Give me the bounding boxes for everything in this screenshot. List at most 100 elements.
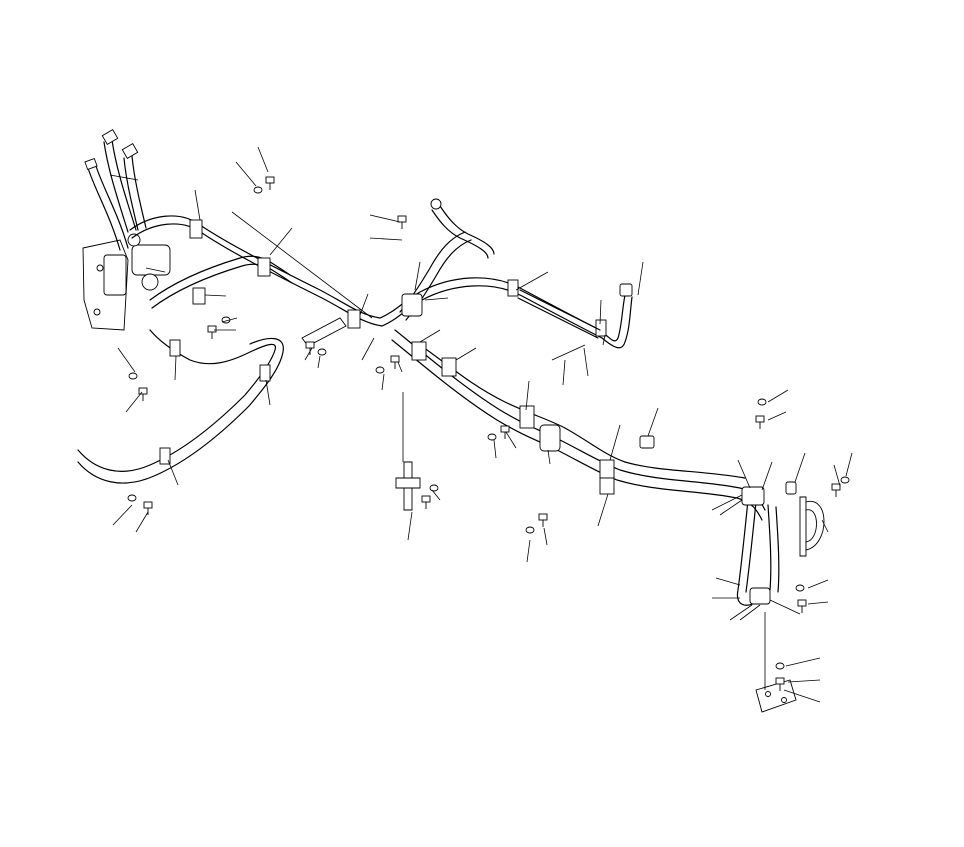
steel-pipe bbox=[519, 289, 601, 331]
hose-line bbox=[431, 209, 489, 259]
leader-line bbox=[761, 461, 773, 491]
hose-clamp bbox=[169, 339, 181, 357]
hose-end-fitting bbox=[619, 283, 633, 297]
bracket-bolt-hole bbox=[93, 308, 101, 316]
hose-end-fitting bbox=[430, 198, 442, 210]
leader-line bbox=[767, 411, 787, 421]
bolt-icon bbox=[538, 513, 548, 527]
hose-clamp bbox=[159, 447, 171, 465]
leader-line bbox=[493, 439, 497, 459]
hose-clamp bbox=[401, 293, 423, 317]
leader-line bbox=[767, 389, 789, 403]
leader-line bbox=[235, 161, 257, 187]
leader-line bbox=[833, 464, 841, 487]
leader-line bbox=[265, 379, 271, 406]
hose-line bbox=[745, 501, 757, 593]
hose-line bbox=[151, 263, 293, 309]
leader-line bbox=[221, 317, 238, 323]
collar bbox=[639, 435, 655, 449]
leader-line bbox=[599, 299, 602, 325]
leader-line bbox=[807, 579, 829, 589]
leader-line bbox=[431, 489, 441, 501]
leader-line bbox=[257, 146, 269, 173]
bolt-icon bbox=[421, 495, 431, 509]
leader-line bbox=[117, 347, 136, 373]
hose-clamps bbox=[159, 219, 771, 605]
long-bolt bbox=[551, 344, 586, 361]
leader-line bbox=[609, 424, 621, 461]
hose-clamp bbox=[595, 319, 607, 337]
washer-icon bbox=[487, 433, 497, 441]
washer-icon bbox=[429, 484, 439, 492]
washer-icon bbox=[840, 476, 850, 484]
hose-line bbox=[601, 296, 633, 349]
leader-line bbox=[787, 679, 821, 683]
leader-line bbox=[231, 211, 373, 319]
hose-end-fitting bbox=[84, 157, 98, 171]
hose-line bbox=[394, 329, 766, 511]
hose-end-fitting bbox=[121, 143, 139, 159]
valve-cap bbox=[141, 273, 159, 291]
leader-line bbox=[769, 599, 801, 615]
leader-line bbox=[269, 227, 293, 256]
bolt-icon bbox=[797, 599, 807, 613]
hose-line bbox=[123, 157, 139, 231]
hose-clamp bbox=[257, 257, 271, 277]
leader-line bbox=[359, 293, 369, 316]
hose-line bbox=[87, 167, 121, 251]
hose-clamp bbox=[519, 405, 535, 429]
leader-line bbox=[583, 347, 589, 377]
bolt-icon bbox=[143, 501, 153, 515]
leader-line bbox=[821, 519, 829, 533]
leader-line bbox=[381, 373, 385, 391]
hose-clamp bbox=[749, 587, 771, 605]
bolt-icon bbox=[265, 176, 275, 190]
hose-clamp bbox=[192, 287, 206, 305]
leader-line bbox=[304, 347, 313, 361]
hose-line bbox=[103, 141, 129, 233]
plate-hole bbox=[765, 691, 771, 697]
hose-line bbox=[439, 205, 495, 255]
leader-line bbox=[597, 493, 609, 527]
leader-line bbox=[647, 407, 659, 437]
leader-line bbox=[785, 657, 821, 667]
leader-line bbox=[543, 527, 548, 546]
hose-clamp bbox=[347, 309, 361, 329]
leader-line bbox=[194, 189, 201, 221]
bolt-icon bbox=[305, 341, 315, 355]
washer-icon bbox=[757, 398, 767, 406]
hose-clamp bbox=[441, 357, 457, 377]
hose-line bbox=[391, 339, 763, 521]
support-bracket-arm bbox=[395, 477, 421, 489]
valve-fitting bbox=[127, 233, 141, 247]
leader-line bbox=[167, 459, 179, 486]
leader-line bbox=[414, 261, 421, 291]
leader-line bbox=[715, 577, 741, 586]
leader-line bbox=[525, 380, 530, 411]
bolt-icon bbox=[397, 215, 407, 229]
leader-line bbox=[794, 452, 806, 483]
loose-parts bbox=[301, 289, 825, 713]
bolt-icon bbox=[138, 387, 148, 401]
leader-line bbox=[174, 355, 177, 381]
leader-line bbox=[729, 604, 753, 621]
leader-line bbox=[135, 511, 149, 533]
leader-line bbox=[526, 539, 531, 563]
hose-end-fitting bbox=[101, 129, 119, 145]
hose-line bbox=[149, 255, 291, 301]
leader-line bbox=[845, 452, 853, 477]
bolt-icon bbox=[390, 355, 400, 369]
hose-clamp bbox=[599, 477, 615, 495]
hose-line bbox=[131, 155, 147, 229]
hose-clamp bbox=[539, 424, 561, 452]
hose-line bbox=[767, 504, 772, 591]
hose-line bbox=[775, 506, 780, 593]
valve-block bbox=[131, 244, 171, 276]
leader-line bbox=[455, 347, 477, 361]
leader-line bbox=[547, 449, 551, 465]
bolts-and-washers bbox=[127, 176, 850, 691]
washer-icon bbox=[525, 526, 535, 534]
leader-line bbox=[505, 431, 517, 449]
leader-line bbox=[112, 504, 133, 526]
